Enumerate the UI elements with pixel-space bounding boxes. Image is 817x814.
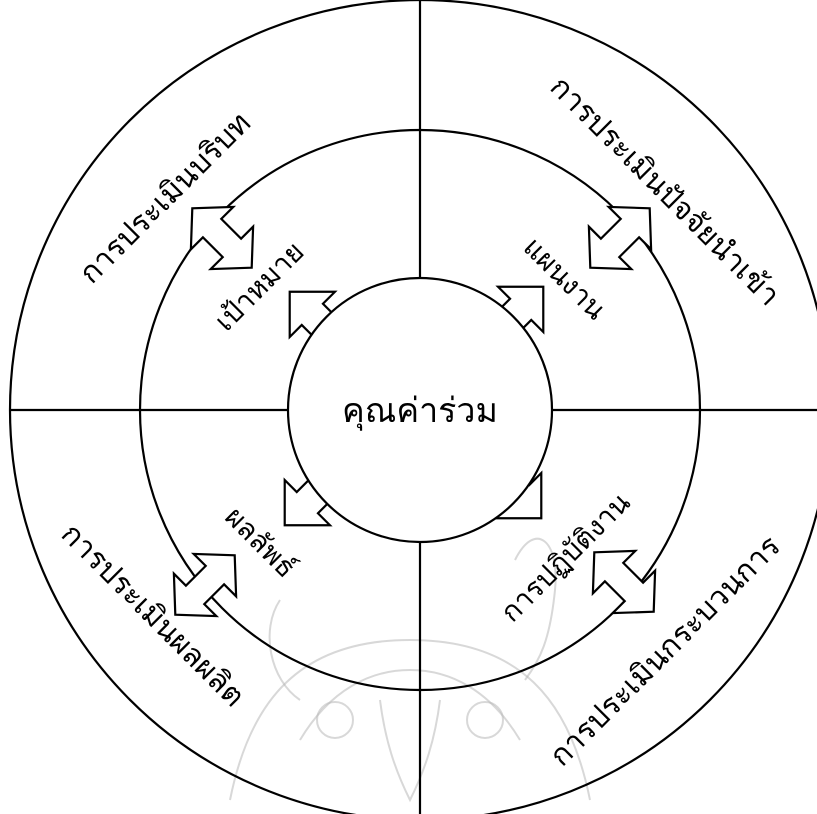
outer-label-product: การประเมินผลผลิต [54, 517, 252, 715]
center-label: คุณค่าร่วม [342, 391, 498, 431]
